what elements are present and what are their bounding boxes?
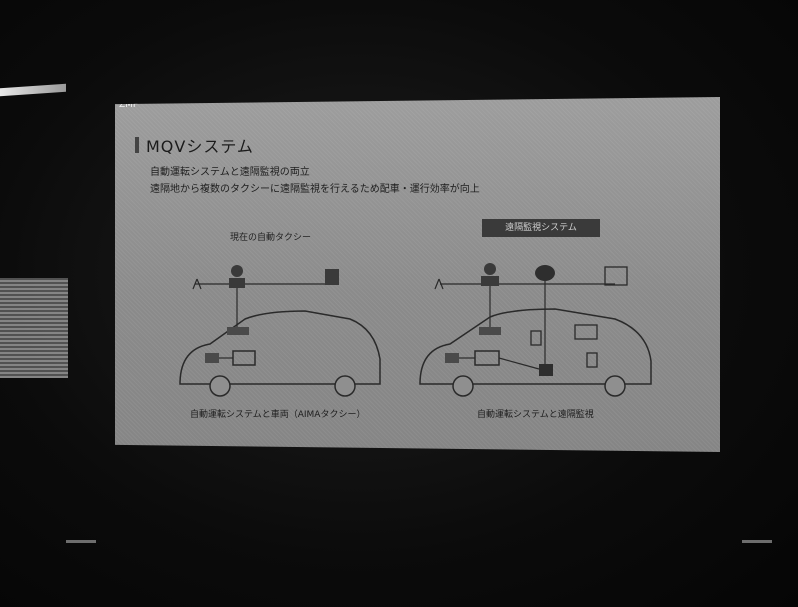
remote-monitor-icon bbox=[604, 266, 628, 286]
projected-slide: ZMP MQVシステム 自動運転システムと遠隔監視の両立 遠隔地から複数のタクシ… bbox=[115, 97, 720, 452]
side-monitor-panel bbox=[0, 278, 68, 378]
wheel-rear bbox=[334, 375, 356, 397]
title-accent-bar bbox=[135, 137, 139, 153]
gateway-icon bbox=[539, 364, 553, 376]
right-caption: 自動運転システムと遠隔監視 bbox=[477, 410, 594, 420]
server-icon bbox=[325, 269, 339, 285]
controller-icon bbox=[479, 327, 501, 335]
floor-light-left bbox=[66, 540, 96, 543]
device-icon bbox=[530, 330, 542, 346]
sensor-icon bbox=[445, 353, 459, 363]
wheel-front bbox=[452, 375, 474, 397]
antenna-icon bbox=[434, 278, 444, 290]
display-icon bbox=[574, 324, 598, 340]
gateway-link bbox=[498, 357, 540, 370]
operator-icon bbox=[229, 278, 245, 288]
left-car-diagram bbox=[179, 265, 381, 397]
slide-title: MQVシステム bbox=[146, 137, 254, 156]
left-caption: 自動運転システムと車両（AIMAタクシー） bbox=[190, 410, 366, 420]
wheel-rear bbox=[604, 375, 626, 397]
right-car-diagram bbox=[419, 263, 652, 397]
person-icon bbox=[231, 265, 243, 277]
bullet-1: 自動運転システムと遠隔監視の両立 bbox=[150, 167, 310, 178]
left-diagram-label: 現在の自動タクシー bbox=[230, 233, 312, 243]
floor-light-right bbox=[742, 540, 772, 543]
controller-icon bbox=[227, 327, 249, 335]
ecu-box-icon bbox=[474, 350, 500, 366]
database-icon bbox=[535, 265, 555, 281]
right-diagram-badge: 遠隔監視システム bbox=[482, 219, 600, 237]
operator-icon bbox=[481, 276, 499, 286]
brand-logo: ZMP bbox=[119, 100, 139, 110]
person-icon bbox=[484, 263, 496, 275]
car-outline bbox=[419, 308, 652, 385]
ecu-box-icon bbox=[232, 350, 256, 366]
sensor-icon bbox=[205, 353, 219, 363]
car-outline bbox=[179, 310, 381, 385]
phone-icon bbox=[586, 352, 598, 368]
antenna-icon bbox=[192, 278, 202, 290]
bullet-2: 遠隔地から複数のタクシーに遠隔監視を行えるため配車・運行効率が向上 bbox=[150, 184, 480, 195]
wheel-front bbox=[209, 375, 231, 397]
